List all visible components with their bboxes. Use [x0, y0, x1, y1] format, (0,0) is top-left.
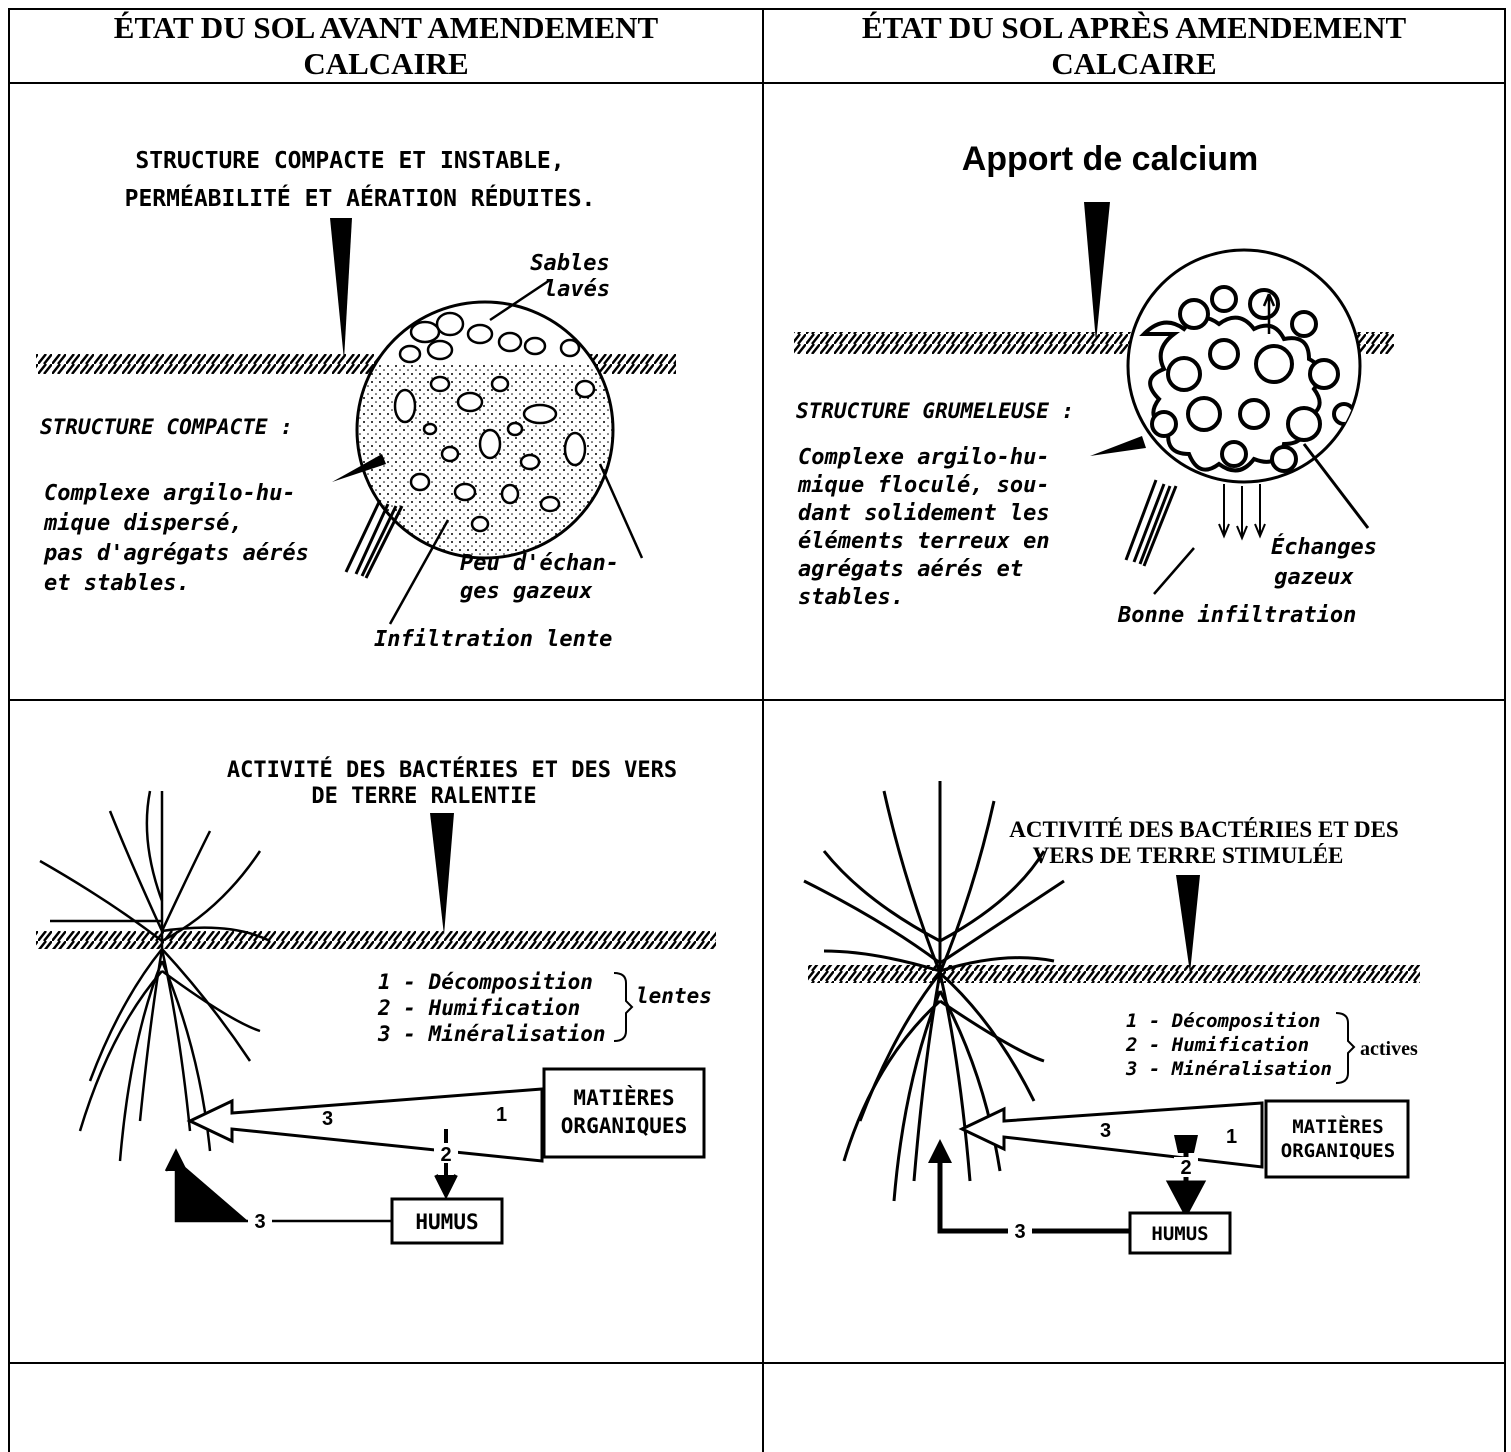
- bl-step3: 3 - Minéralisation: [377, 1022, 606, 1046]
- header-left: ÉTAT DU SOL AVANT AMENDEMENT CALCAIRE: [10, 10, 762, 82]
- bl-num2: 2: [440, 1144, 451, 1166]
- bl-plant-icon: [40, 791, 270, 1161]
- tr-infiltration-label: Bonne infiltration: [1117, 603, 1356, 628]
- bl-arrow-icon: [430, 813, 454, 935]
- br-matieres-box: [1266, 1101, 1408, 1177]
- panel-soil-after: Apport de calcium STRUCTURE GRUMELEUSE :…: [764, 84, 1504, 698]
- bl-return-arrow-icon: [166, 1151, 392, 1221]
- bl-title-line2: DE TERRE RALENTIE: [311, 784, 536, 809]
- tl-echanges-leader: [600, 464, 642, 558]
- tr-complexe-line5: agrégats aérés et: [798, 557, 1023, 582]
- tl-infiltration-label: Infiltration lente: [374, 627, 612, 652]
- bl-matieres-box: [544, 1069, 704, 1157]
- br-arrow-top-icon: [1174, 1135, 1198, 1153]
- bl-num1: 1: [496, 1104, 507, 1126]
- br-arrow-icon: [1176, 875, 1200, 973]
- bl-matieres-line1: MATIÈRES: [573, 1085, 674, 1110]
- panel-activity-after: ACTIVITÉ DES BACTÉRIES ET DES VERS DE TE…: [764, 701, 1504, 1361]
- tr-complexe-line3: dant solidement les: [798, 501, 1050, 526]
- bl-step2: 2 - Humification: [377, 996, 580, 1020]
- br-flow-arrow-icon: [962, 1103, 1262, 1167]
- tl-title-line2: PERMÉABILITÉ ET AÉRATION RÉDUITES.: [125, 184, 596, 212]
- bl-step1: 1 - Décomposition: [378, 970, 593, 994]
- tl-complexe-line2: mique dispersé,: [43, 511, 243, 536]
- tr-structure-label: STRUCTURE GRUMELEUSE :: [796, 399, 1074, 423]
- tl-peu-line1: Peu d'échan-: [460, 551, 619, 576]
- br-num2: 2: [1180, 1157, 1191, 1179]
- br-title-line1: ACTIVITÉ DES BACTÉRIES ET DES: [1009, 817, 1398, 842]
- header-right-line1: ÉTAT DU SOL APRÈS AMENDEMENT: [862, 10, 1406, 46]
- bl-num3-flow: 3: [322, 1108, 333, 1130]
- header-right: ÉTAT DU SOL APRÈS AMENDEMENT CALCAIRE: [764, 10, 1504, 82]
- tl-sables-label2: lavés: [544, 277, 610, 302]
- tr-pipe-icon: [1126, 480, 1176, 566]
- tr-echanges-leader: [1304, 444, 1368, 528]
- tl-title-line1: STRUCTURE COMPACTE ET INSTABLE,: [135, 148, 564, 174]
- br-num1: 1: [1226, 1126, 1237, 1148]
- tl-complexe-line1: Complexe argilo-hu-: [44, 481, 296, 506]
- header-left-line2: CALCAIRE: [114, 46, 658, 82]
- tr-infiltration-arrows-icon: [1219, 484, 1265, 538]
- br-num3-flow: 3: [1100, 1120, 1111, 1142]
- tl-complexe-line4: et stables.: [44, 571, 190, 596]
- panel-soil-before: STRUCTURE COMPACTE ET INSTABLE, PERMÉABI…: [10, 84, 762, 698]
- br-title-line2: VERS DE TERRE STIMULÉE: [1033, 843, 1344, 868]
- br-step1: 1 - Décomposition: [1126, 1010, 1320, 1032]
- br-matieres-line2: ORGANIQUES: [1281, 1140, 1395, 1162]
- tr-complexe-line4: éléments terreux en: [798, 529, 1050, 554]
- tl-complexe-line3: pas d'agrégats aérés: [43, 541, 309, 566]
- bl-qualifier: lentes: [636, 984, 712, 1008]
- bl-num3-return: 3: [254, 1211, 265, 1233]
- tr-title: Apport de calcium: [962, 140, 1259, 178]
- br-soil-surface: [808, 965, 1420, 983]
- panel-activity-before: ACTIVITÉ DES BACTÉRIES ET DES VERS DE TE…: [10, 701, 762, 1361]
- header-left-line1: ÉTAT DU SOL AVANT AMENDEMENT: [114, 10, 658, 46]
- tl-peu-line2: ges gazeux: [460, 579, 593, 604]
- tr-complexe-line2: mique floculé, sou-: [797, 473, 1050, 498]
- tl-sables-label1: Sables: [530, 251, 609, 276]
- tl-pipe-icon: [346, 500, 402, 578]
- bl-matieres-line2: ORGANIQUES: [561, 1114, 687, 1138]
- br-return-arrowhead-icon: [928, 1139, 952, 1163]
- tr-echanges-line1: Échanges: [1271, 534, 1377, 560]
- br-step2: 2 - Humification: [1125, 1034, 1309, 1056]
- br-step3: 3 - Minéralisation: [1125, 1058, 1332, 1080]
- row2-divider: [8, 1362, 1506, 1364]
- bl-humus-label: HUMUS: [415, 1210, 478, 1234]
- br-matieres-line1: MATIÈRES: [1292, 1115, 1384, 1138]
- tl-structure-label: STRUCTURE COMPACTE :: [40, 415, 293, 439]
- br-num3-return: 3: [1014, 1221, 1025, 1243]
- tr-complexe-line6: stables.: [798, 585, 904, 610]
- tl-arrow-icon: [330, 218, 352, 360]
- br-humus-label: HUMUS: [1151, 1223, 1208, 1245]
- bl-flow-arrow-icon: [190, 1089, 542, 1161]
- bl-brace-icon: [614, 973, 632, 1041]
- bl-soil-surface: [36, 931, 716, 949]
- tr-infiltration-leader: [1154, 548, 1194, 594]
- br-qualifier: actives: [1360, 1038, 1418, 1060]
- tr-complexe-pointer-icon: [1090, 436, 1146, 456]
- tr-arrow-icon: [1084, 202, 1110, 342]
- tr-echanges-line2: gazeux: [1274, 565, 1354, 590]
- tr-complexe-line1: Complexe argilo-hu-: [798, 445, 1050, 470]
- bl-title-line1: ACTIVITÉ DES BACTÉRIES ET DES VERS: [227, 757, 677, 783]
- br-brace-icon: [1336, 1013, 1354, 1083]
- header-right-line2: CALCAIRE: [862, 46, 1406, 82]
